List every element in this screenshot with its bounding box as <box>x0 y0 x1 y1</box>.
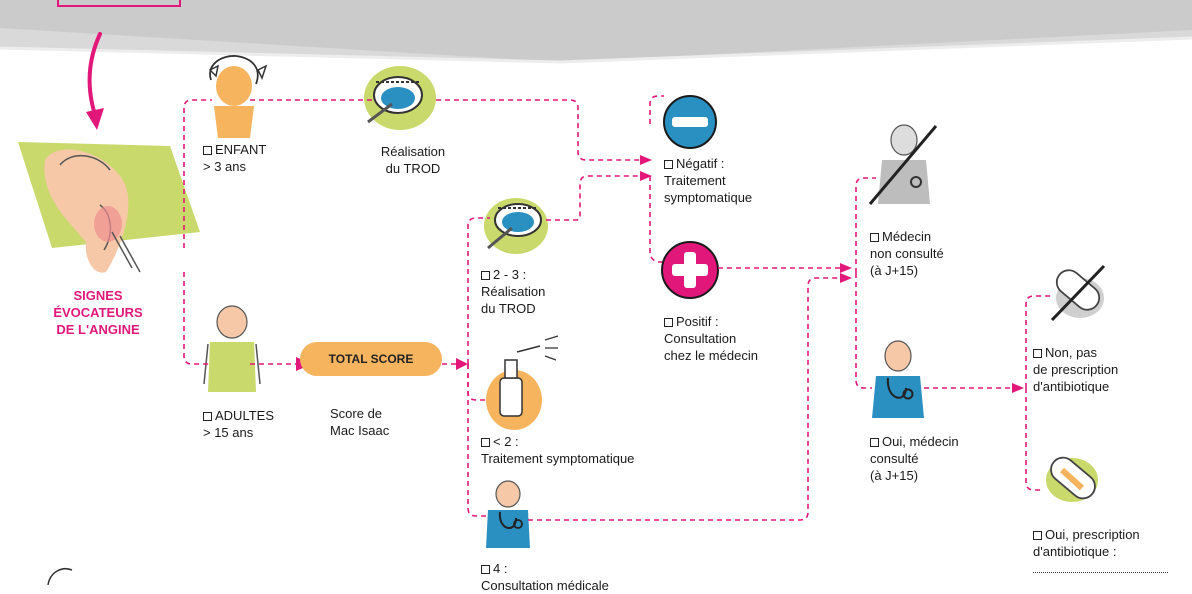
negatif-label: Négatif : <box>676 156 725 171</box>
crossed-pill-icon <box>1050 264 1106 322</box>
header-banner <box>0 0 1192 64</box>
trod-enfant-label: Réalisation du TROD <box>380 144 446 176</box>
adult-icon <box>203 305 261 392</box>
enfant-option[interactable]: ENFANT > 3 ans <box>203 141 266 175</box>
minus-icon <box>663 95 717 149</box>
partial-icon <box>47 568 73 585</box>
adultes-checkbox[interactable] <box>203 412 212 421</box>
pill-icon <box>1046 456 1098 502</box>
score-23-option[interactable]: 2 - 3 : Réalisation du TROD <box>481 267 546 316</box>
antibio-non-option[interactable]: Non, pas de prescription d'antibiotique <box>1033 345 1119 394</box>
hand-arrow-icon <box>86 32 104 130</box>
crossed-doctor-icon <box>868 124 938 205</box>
doctor-icon <box>872 340 924 418</box>
score-4-option[interactable]: 4 : Consultation médicale <box>481 561 609 593</box>
plus-icon <box>661 241 719 299</box>
section-tag <box>57 0 181 7</box>
score-23-checkbox[interactable] <box>481 271 490 280</box>
flow-connectors <box>183 95 1050 521</box>
score-4-checkbox[interactable] <box>481 565 490 574</box>
antibio-oui-checkbox[interactable] <box>1033 531 1042 540</box>
medecin-non-checkbox[interactable] <box>870 233 879 242</box>
score-lt2-label: < 2 : <box>493 434 519 449</box>
medecin-oui-option[interactable]: Oui, médecin consulté (à J+15) <box>870 434 959 483</box>
enfant-checkbox[interactable] <box>203 146 212 155</box>
score-23-label: 2 - 3 : <box>493 267 527 282</box>
positif-label: Positif : <box>676 314 719 329</box>
antibio-oui-label: Oui, prescription <box>1045 527 1140 542</box>
spray-icon <box>486 335 559 430</box>
doctor-icon <box>486 480 530 548</box>
enfant-age: > 3 ans <box>203 159 247 174</box>
open-mouth-icon <box>484 198 548 254</box>
antibiotic-fill-line[interactable] <box>1033 572 1168 573</box>
sore-throat-icon <box>18 142 200 273</box>
child-icon <box>208 55 268 138</box>
medecin-non-option[interactable]: Médecin non consulté (à J+15) <box>870 229 944 278</box>
open-mouth-icon <box>364 66 436 130</box>
entry-line-1: SIGNES <box>73 288 123 303</box>
total-score-pill: TOTAL SCORE <box>300 342 442 376</box>
antibio-non-label: Non, pas <box>1045 345 1098 360</box>
medecin-oui-label: Oui, médecin <box>882 434 959 449</box>
positif-checkbox[interactable] <box>664 318 673 327</box>
negatif-option[interactable]: Négatif : Traitement symptomatique <box>664 156 753 205</box>
adultes-age: > 15 ans <box>203 425 254 440</box>
adultes-label: ADULTES <box>215 408 274 423</box>
antibio-non-checkbox[interactable] <box>1033 349 1042 358</box>
score-lt2-checkbox[interactable] <box>481 438 490 447</box>
medecin-non-label: Médecin <box>882 229 932 244</box>
entry-line-3: DE L'ANGINE <box>56 322 140 337</box>
negatif-checkbox[interactable] <box>664 160 673 169</box>
score-caption: Score de Mac Isaac <box>330 406 390 438</box>
entry-label: SIGNES ÉVOCATEURS DE L'ANGINE <box>44 287 152 338</box>
entry-line-2: ÉVOCATEURS <box>53 305 143 320</box>
positif-option[interactable]: Positif : Consultation chez le médecin <box>664 314 758 363</box>
adultes-option[interactable]: ADULTES > 15 ans <box>203 407 274 441</box>
score-4-label: 4 : <box>493 561 508 576</box>
score-lt2-option[interactable]: < 2 : Traitement symptomatique <box>481 434 635 466</box>
enfant-label: ENFANT <box>215 142 267 157</box>
medecin-oui-checkbox[interactable] <box>870 438 879 447</box>
antibio-oui-option[interactable]: Oui, prescription d'antibiotique : <box>1033 527 1140 559</box>
